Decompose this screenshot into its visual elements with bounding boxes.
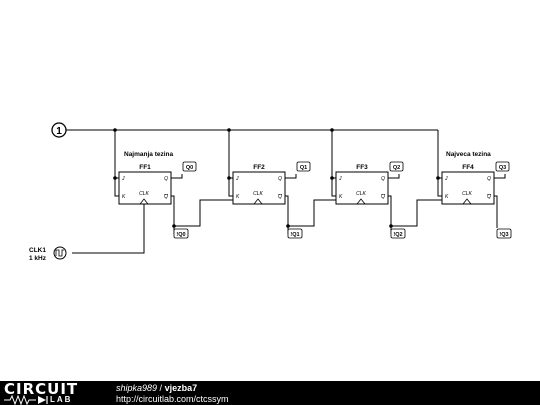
junctions [113,128,440,228]
annotation-msb: Najveca tezina [446,151,491,158]
pin-clk-label: CLK [356,191,366,197]
flipflop-ff3[interactable]: FF3 J K CLK Q Q Q2 !Q2 [335,161,406,239]
pin-q-label: Q [164,176,168,182]
output-tag-q2[interactable] [389,161,404,172]
junction-dot [113,128,117,132]
author-link[interactable]: shipka989 [116,383,158,393]
pin-qbar-label: Q [278,194,282,200]
junction-dot [436,176,440,180]
pin-k-label: K [236,194,240,200]
pin-qbar-label: Q [164,194,168,200]
pin-clk-label: CLK [139,191,149,197]
pin-j-label: J [338,176,342,182]
ff4-qbar-wire [494,195,498,228]
clock-edge-icon [139,198,149,205]
ff2-q-wire [285,174,297,179]
flipflop-name: FF4 [462,164,474,171]
flipflop-body [441,171,495,205]
output-tag-label: Q1 [300,165,307,171]
circuit-title[interactable]: vjezba7 [164,383,198,393]
pin-k-label: K [445,194,449,200]
logo-wave-icon [4,395,48,405]
junction-dot [330,176,334,180]
output-tag-label: !Q1 [290,232,299,238]
ff2-jk-tie-wire [228,130,233,197]
junction-dot [227,176,231,180]
output-tag-not-q2[interactable] [390,228,406,239]
clock-source[interactable]: CLK1 1 kHz [29,246,67,262]
pin-q-label: Q [487,176,491,182]
clk-input-wire [72,204,145,254]
flipflop-name: FF1 [139,164,151,171]
junction-dot [227,128,231,132]
clock-edge-icon [253,198,263,205]
clock-name: CLK1 [29,247,46,254]
flipflop-ff2[interactable]: FF2 J K CLK Q Q Q1 !Q1 [232,161,311,239]
pin-qbar-label: Q [487,194,491,200]
ff4-jk-tie-wire [437,130,442,197]
credit-line: shipka989 / vjezba7 [116,383,197,394]
ff4-q-wire [494,174,506,179]
output-tag-not-q3[interactable] [496,228,512,239]
output-tag-label: !Q0 [176,232,185,238]
ff3-q-wire [388,174,400,179]
junction-dot [330,128,334,132]
logo-text-bottom: LAB [50,395,73,404]
flipflop-name: FF2 [253,164,265,171]
ff3-qbar-wire [388,195,392,234]
clock-edge-icon [462,198,472,205]
pin-q-label: Q [381,176,385,182]
logo-text-top: CIRCUIT [4,380,79,398]
flipflop-body [118,171,172,205]
footer-bar: CIRCUIT LAB shipka989 / vjezba7 http://c… [0,381,540,405]
input-node[interactable]: 1 [51,122,67,138]
output-tag-label: Q3 [499,165,506,171]
square-wave-icon [55,249,64,257]
clock-edge-icon [356,198,366,205]
pin-clk-label: CLK [462,191,472,197]
flipflop-body [335,171,389,205]
output-tag-label: Q0 [186,165,193,171]
pin-q-label: Q [278,176,282,182]
output-tag-label: !Q2 [393,232,402,238]
annotation-lsb: Najmanja tezina [124,151,174,158]
junction-dot [286,224,290,228]
junction-dot [113,176,117,180]
circuit-schematic: 1 CLK1 1 kHz Najmanja tezina Najveca tez… [29,122,512,262]
flipflop-ff4[interactable]: FF4 J K CLK Q Q Q3 !Q3 [441,161,512,239]
flipflop-ff1[interactable]: FF1 J K CLK Q Q Q0 !Q0 [118,161,197,239]
output-tag-label: !Q3 [499,232,508,238]
ff2-qbar-wire [285,195,289,234]
clock-frequency: 1 kHz [29,255,47,262]
node-circle-icon [51,122,67,138]
flipflop-name: FF3 [356,164,368,171]
pin-k-label: K [122,194,126,200]
output-tag-q3[interactable] [495,161,510,172]
output-tag-q1[interactable] [296,161,311,172]
ff1-q-wire [171,174,183,179]
output-tag-not-q0[interactable] [173,228,189,239]
pin-j-label: J [121,176,125,182]
ff1-jk-tie-wire [114,130,119,197]
input-node-label: 1 [56,126,62,137]
flipflop-body [232,171,286,205]
pin-clk-label: CLK [253,191,263,197]
output-tag-label: Q2 [393,165,400,171]
output-tag-not-q1[interactable] [287,228,303,239]
credit-separator: / [157,383,165,393]
pin-j-label: J [444,176,448,182]
junction-dot [389,224,393,228]
pin-qbar-label: Q [381,194,385,200]
ff3-jk-tie-wire [331,130,336,197]
junction-dot [172,224,176,228]
output-tag-q0[interactable] [182,161,197,172]
circuit-url-link[interactable]: http://circuitlab.com/ctcssym [116,394,229,404]
circuitlab-logo[interactable]: CIRCUIT LAB [4,380,100,405]
pin-j-label: J [235,176,239,182]
pin-k-label: K [339,194,343,200]
